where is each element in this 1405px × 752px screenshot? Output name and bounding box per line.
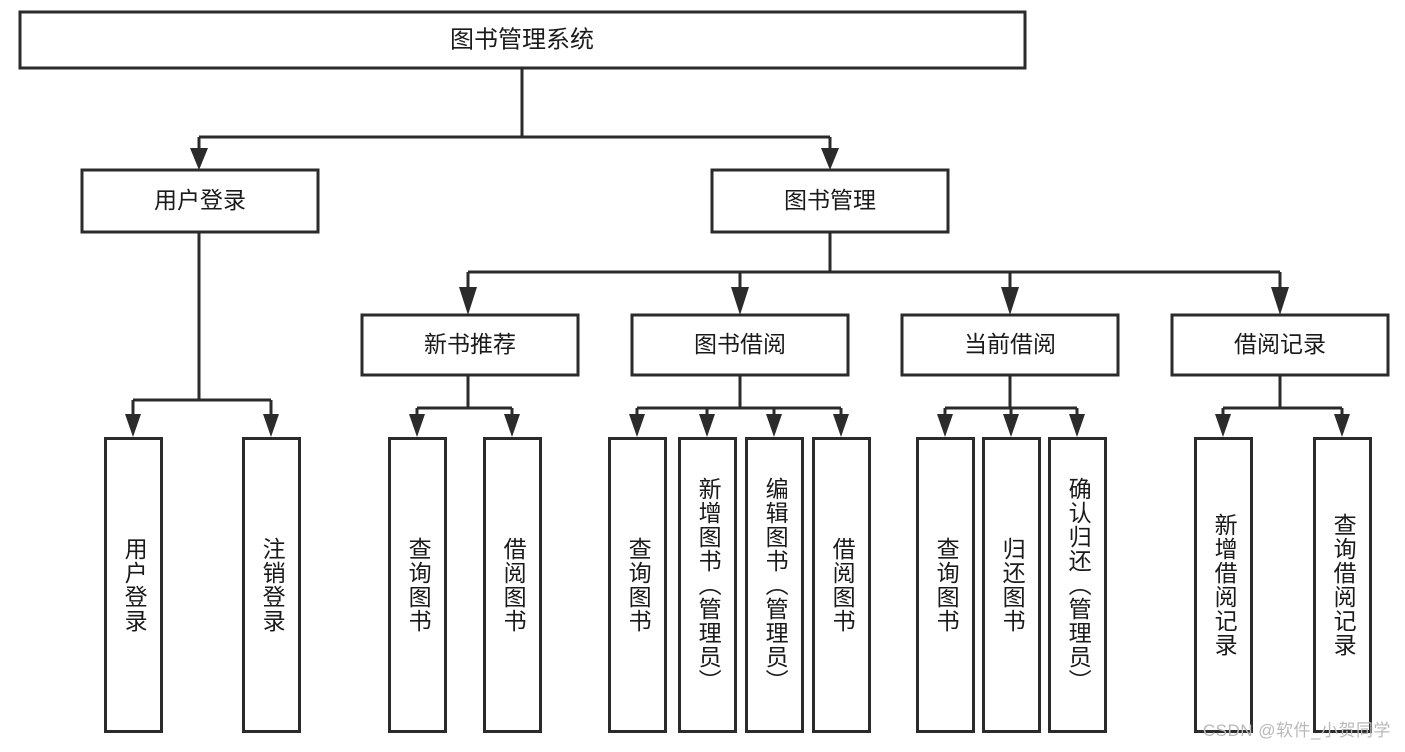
connector-root-to-level2 <box>190 68 839 170</box>
node-borrow-record[interactable]: 借阅记录 <box>1170 313 1390 377</box>
node-book-manage-label: 图书管理 <box>784 187 876 213</box>
node-leaf-borrow-book-1[interactable]: 借阅图书 <box>483 437 542 733</box>
node-leaf-logout-login[interactable]: 注销登录 <box>242 437 301 733</box>
connector-new-book-to-leaves <box>409 375 520 437</box>
node-leaf-borrow-book-2-label: 借阅图书 <box>829 537 856 633</box>
node-leaf-query-book-1[interactable]: 查询图书 <box>388 437 447 733</box>
connector-borrow-record-to-leaves <box>1215 375 1350 437</box>
node-leaf-borrow-book-1-label: 借阅图书 <box>500 537 527 633</box>
node-leaf-borrow-book-2[interactable]: 借阅图书 <box>812 437 871 733</box>
node-new-book-recommend-label: 新书推荐 <box>424 331 516 357</box>
arrow-bb-c-icon <box>766 414 782 437</box>
node-new-book-recommend-box[interactable] <box>360 313 580 377</box>
node-user-login[interactable]: 用户登录 <box>80 168 320 234</box>
node-leaf-add-book-label: 新增图书（管理员） <box>695 477 722 693</box>
arrow-nb-b-icon <box>504 414 520 437</box>
node-leaf-query-record[interactable]: 查询借阅记录 <box>1313 437 1372 733</box>
arrow-cb-b-icon <box>1003 414 1019 437</box>
arrow-cb-c-icon <box>1069 414 1085 437</box>
connector-current-borrow-to-leaves <box>937 375 1085 437</box>
node-leaf-return-book[interactable]: 归还图书 <box>982 437 1041 733</box>
node-leaf-return-book-label: 归还图书 <box>999 537 1026 633</box>
node-current-borrow[interactable]: 当前借阅 <box>900 313 1120 377</box>
connector-book-manage-to-level3 <box>459 232 1289 315</box>
node-leaf-add-book[interactable]: 新增图书（管理员） <box>678 437 737 733</box>
node-leaf-add-record-label: 新增借阅记录 <box>1211 513 1238 657</box>
arrow-br-b-icon <box>1334 414 1350 437</box>
arrow-bm-b-icon <box>731 287 749 315</box>
node-leaf-query-book-2-label: 查询图书 <box>625 537 652 633</box>
arrow-br-a-icon <box>1215 414 1231 437</box>
node-leaf-user-login-label: 用户登录 <box>121 537 148 633</box>
arrow-bm-c-icon <box>1001 287 1019 315</box>
arrow-cb-a-icon <box>937 414 953 437</box>
arrow-user-login-b-icon <box>263 414 279 437</box>
node-borrow-record-label: 借阅记录 <box>1234 331 1326 357</box>
node-current-borrow-box[interactable] <box>900 313 1120 377</box>
arrow-bb-a-icon <box>629 414 645 437</box>
node-book-manage-box[interactable] <box>710 168 950 234</box>
node-root-label: 图书管理系统 <box>450 26 594 53</box>
arrow-nb-a-icon <box>409 414 425 437</box>
node-leaf-query-book-2[interactable]: 查询图书 <box>608 437 667 733</box>
node-book-borrow-label: 图书借阅 <box>694 331 786 357</box>
node-book-borrow-box[interactable] <box>630 313 850 377</box>
node-root[interactable]: 图书管理系统 <box>18 10 1027 70</box>
node-user-login-box[interactable] <box>80 168 320 234</box>
node-leaf-confirm-return[interactable]: 确认归还（管理员） <box>1048 437 1107 733</box>
node-leaf-edit-book[interactable]: 编辑图书（管理员） <box>745 437 804 733</box>
node-leaf-query-book-3-label: 查询图书 <box>933 537 960 633</box>
arrow-bb-d-icon <box>833 414 849 437</box>
connector-user-login-to-leaves <box>125 232 279 437</box>
node-current-borrow-label: 当前借阅 <box>964 331 1056 357</box>
node-new-book-recommend[interactable]: 新书推荐 <box>360 313 580 377</box>
arrow-to-user-login-icon <box>190 148 208 170</box>
node-leaf-query-record-label: 查询借阅记录 <box>1330 513 1357 657</box>
node-leaf-confirm-return-label: 确认归还（管理员） <box>1065 477 1092 693</box>
node-leaf-user-login[interactable]: 用户登录 <box>104 437 163 733</box>
node-book-manage[interactable]: 图书管理 <box>710 168 950 234</box>
node-user-login-label: 用户登录 <box>154 187 246 213</box>
node-leaf-logout-login-label: 注销登录 <box>259 537 286 633</box>
node-book-borrow[interactable]: 图书借阅 <box>630 313 850 377</box>
node-leaf-query-book-3[interactable]: 查询图书 <box>916 437 975 733</box>
arrow-bb-b-icon <box>699 414 715 437</box>
node-leaf-add-record[interactable]: 新增借阅记录 <box>1194 437 1253 733</box>
connector-book-borrow-to-leaves <box>629 375 849 437</box>
arrow-to-book-manage-icon <box>821 148 839 170</box>
arrow-user-login-a-icon <box>125 414 141 437</box>
node-root-box[interactable] <box>18 10 1027 70</box>
node-leaf-edit-book-label: 编辑图书（管理员） <box>762 477 789 693</box>
arrow-bm-d-icon <box>1271 287 1289 315</box>
arrow-bm-a-icon <box>459 287 477 315</box>
node-borrow-record-box[interactable] <box>1170 313 1390 377</box>
node-leaf-query-book-1-label: 查询图书 <box>405 537 432 633</box>
